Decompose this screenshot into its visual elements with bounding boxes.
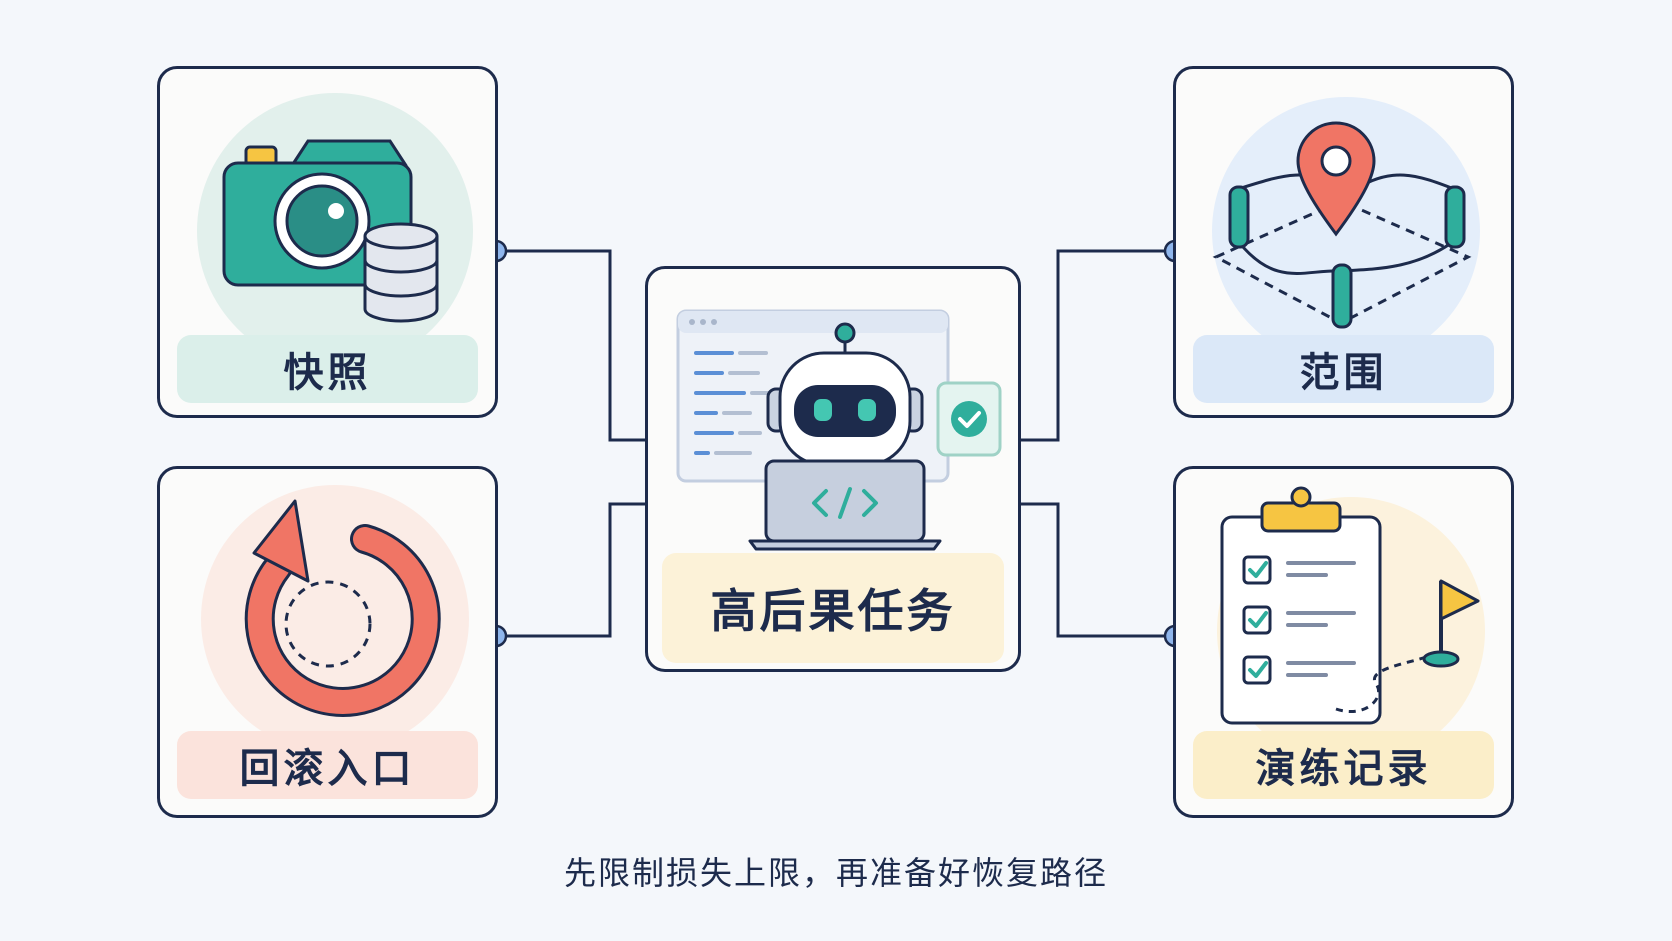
- undo-arrow-icon: [201, 485, 469, 739]
- rollback-label: 回滚入口: [177, 731, 478, 799]
- scope-label: 范围: [1193, 335, 1494, 403]
- center-task-label: 高后果任务: [662, 553, 1004, 663]
- checklist-flag-icon: [1217, 486, 1485, 739]
- snapshot-card: 快照: [157, 66, 498, 418]
- connector-drill: [1019, 502, 1175, 638]
- map-pin-boundary-icon: [1212, 97, 1480, 339]
- robot-laptop-icon: [676, 309, 1002, 551]
- scope-card: 范围: [1173, 66, 1514, 418]
- snapshot-label: 快照: [177, 335, 478, 403]
- connector-rollback: [496, 502, 647, 638]
- drill-log-card: 演练记录: [1173, 466, 1514, 818]
- connector-snapshot: [496, 249, 647, 442]
- center-task-card: 高后果任务: [645, 266, 1021, 672]
- rollback-card: 回滚入口: [157, 466, 498, 818]
- connector-scope: [1019, 249, 1175, 442]
- caption: 先限制损失上限，再准备好恢复路径: [563, 854, 1108, 892]
- drill-log-label: 演练记录: [1193, 731, 1494, 799]
- camera-database-icon: [197, 93, 473, 339]
